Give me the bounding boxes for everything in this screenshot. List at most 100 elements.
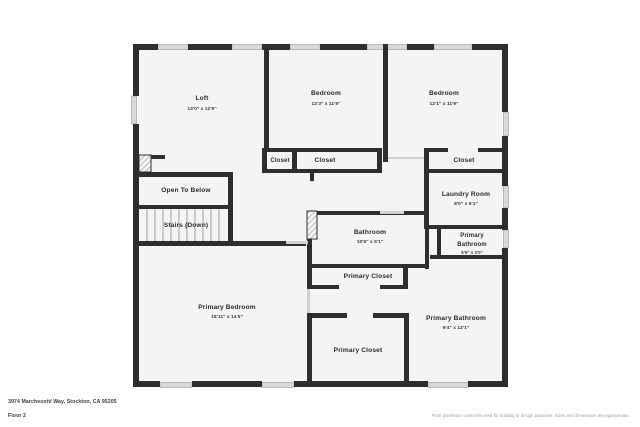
wall-pbath-small-bottom (437, 255, 508, 259)
label-loft-dim: 13'0" x 12'9" (187, 106, 216, 112)
label-primary-bath-small-line1: Primary (460, 233, 484, 239)
wall-bottom-c (294, 381, 428, 387)
wall-bathroom-right (425, 211, 429, 269)
label-primary-closet-lower: Primary Closet (334, 347, 383, 354)
wall-top-d (320, 44, 367, 50)
wall-corridor-top (139, 241, 306, 246)
wall-open-below-right (228, 172, 233, 208)
wall-closet-bed2-left (424, 148, 429, 173)
label-bathroom-name: Bathroom (354, 229, 386, 236)
wall-top-e (407, 44, 434, 50)
window-top-1 (157, 44, 189, 50)
door-bathroom-top (380, 211, 404, 214)
wall-right-d (502, 248, 508, 387)
label-bedroom1-name: Bedroom (311, 90, 341, 97)
room-labels: Loft 13'0" x 12'9" Bedroom 12'3" x 11'9"… (161, 90, 490, 354)
label-primary-bedroom-name: Primary Bedroom (198, 304, 256, 311)
wall-pcloset-low-top-b (373, 313, 409, 318)
label-closet-bedroom1: Closet (314, 157, 336, 164)
label-primary-closet-upper: Primary Closet (344, 273, 393, 280)
wall-open-below-bottom (139, 205, 233, 209)
wall-right-c (502, 208, 508, 230)
wall-right-b (502, 136, 508, 186)
wall-bathroom-hatch (306, 210, 318, 240)
wall-pcloset-low-right (404, 313, 409, 383)
wall-pbath-small-left (437, 229, 441, 259)
wall-pcloset-up-bottom-a (307, 285, 339, 289)
window-bottom-3 (427, 382, 469, 388)
room-fills (134, 45, 508, 387)
exterior-walls (133, 44, 508, 387)
wall-top-c (262, 44, 290, 50)
label-primary-bath-small-dim: 5'9" x 3'0" (461, 250, 482, 255)
wall-bathroom-bottom (307, 264, 429, 268)
interior-walls (138, 44, 508, 383)
floor-label: Floor 2 (8, 413, 26, 419)
wall-bedroom1-bedroom2 (383, 44, 388, 162)
window-top-2 (231, 44, 263, 50)
wall-pcloset-low-top-a (307, 313, 347, 318)
label-bedroom2-name: Bedroom (429, 90, 459, 97)
wall-bathroom-left (307, 211, 312, 269)
wall-left-a (133, 44, 139, 96)
window-right-1 (503, 111, 509, 137)
wall-stairs-right (228, 209, 233, 242)
wall-pcloset-up-left (307, 264, 312, 288)
window-right-3 (503, 229, 509, 249)
label-closet-bedroom2: Closet (453, 157, 475, 164)
wall-bottom-d (468, 381, 508, 387)
window-bottom-1 (159, 382, 193, 388)
window-top-3 (289, 44, 321, 50)
label-primary-bathroom-dim: 9'4" x 12'1" (443, 325, 470, 331)
opening-primary-bedroom (307, 289, 310, 313)
wall-loft-column-top (151, 155, 165, 159)
interior-fill (134, 45, 508, 387)
wall-loft-hatch-column (138, 154, 152, 173)
label-bedroom2-dim: 12'1" x 11'9" (429, 101, 458, 107)
wall-pcloset-up-bottom-b (380, 285, 408, 289)
label-stairs: Stairs (Down) (164, 222, 208, 229)
label-laundry-name: Laundry Room (442, 191, 490, 198)
wall-open-below-top (139, 172, 233, 177)
wall-closet-small-top (262, 148, 296, 152)
window-bottom-2 (261, 382, 295, 388)
label-primary-bathroom-name: Primary Bathroom (426, 315, 486, 322)
wall-top-a (133, 44, 158, 50)
window-right-2 (503, 185, 509, 209)
wall-top-b (188, 44, 232, 50)
wall-closet-bed1-stub (310, 169, 314, 181)
label-bathroom-dim: 10'5" x 5'1" (357, 239, 384, 245)
wall-bottom-b (192, 381, 262, 387)
label-bedroom1-dim: 12'3" x 11'9" (311, 101, 340, 107)
wall-closet-small-left (262, 148, 267, 173)
footer-bar: 3974 Marchesotti Way, Stockton, CA 95205… (0, 395, 640, 427)
wall-closet-small-right (292, 148, 297, 173)
floorplan-canvas: Loft 13'0" x 12'9" Bedroom 12'3" x 11'9"… (131, 44, 509, 388)
label-closet-small: Closet (270, 158, 289, 164)
label-laundry-dim: 8'0" x 6'1" (454, 201, 478, 207)
wall-loft-bedroom1 (264, 44, 269, 152)
label-primary-bath-small-line2: Bathroom (457, 242, 487, 248)
window-left-1 (131, 95, 137, 125)
property-address: 3974 Marchesotti Way, Stockton, CA 95205 (8, 399, 117, 405)
stairs-treads (146, 209, 220, 241)
floorplan-svg: Loft 13'0" x 12'9" Bedroom 12'3" x 11'9"… (131, 44, 509, 388)
disclaimer-text: Floor plans/tour cannot be used for buil… (431, 413, 630, 418)
wall-closet-bed2-top-b (478, 148, 506, 152)
wall-closet-bed2-bottom (424, 169, 508, 173)
wall-laundry-bottom (424, 225, 508, 229)
wall-top-f (472, 44, 508, 50)
wall-closet-small-bottom (262, 169, 297, 173)
door-corridor (286, 241, 308, 244)
wall-pcloset-low-left (307, 313, 312, 383)
wall-bottom-a (133, 381, 160, 387)
wall-closet-bed1-top (296, 148, 381, 152)
label-open-to-below: Open To Below (161, 187, 211, 194)
label-primary-bedroom-dim: 18'11" x 14'5" (211, 314, 243, 320)
wall-bathroom-top (307, 211, 429, 215)
wall-pbath-small-stub (430, 255, 440, 259)
wall-closet-bed1-bottom (296, 169, 381, 173)
door-closet-hall (388, 157, 426, 159)
wall-pcloset-up-right (403, 264, 408, 289)
